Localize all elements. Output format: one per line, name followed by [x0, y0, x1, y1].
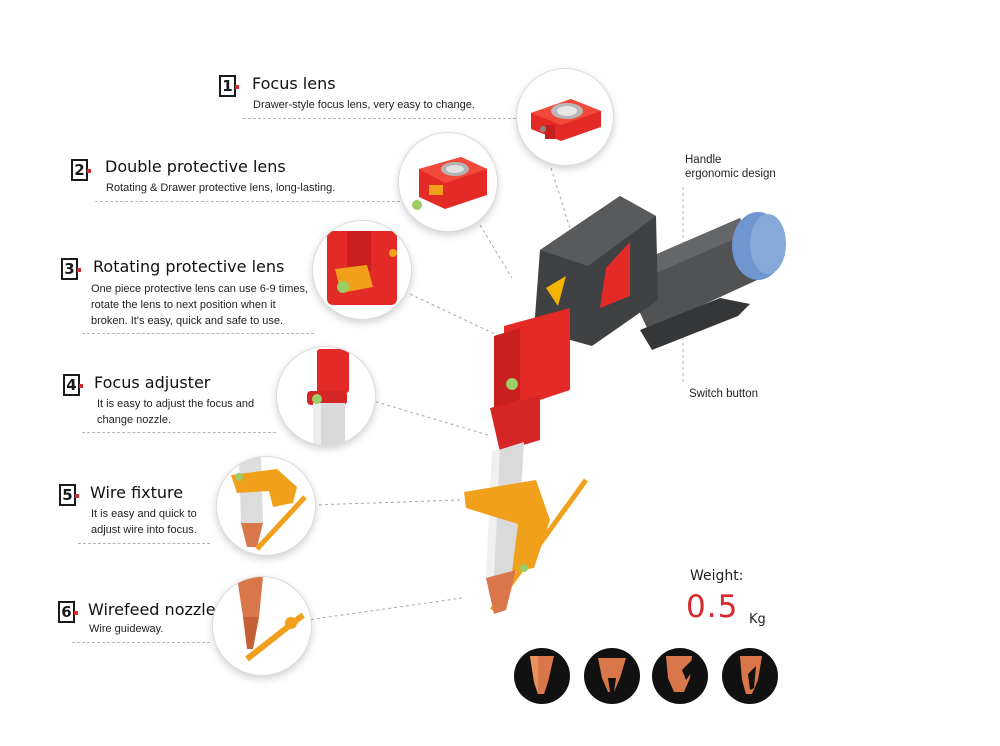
feature-desc-4-line-1: It is easy to adjust the focus and	[97, 398, 255, 410]
feature-number-6: 6	[58, 601, 78, 623]
nozzle-variant-3	[652, 648, 708, 704]
weight-value: 0.5	[686, 589, 739, 625]
feature-divider-1	[243, 118, 521, 119]
nozzle-variant-4	[722, 648, 778, 704]
feature-divider-3	[82, 333, 314, 334]
nozzle-variant-1	[514, 648, 570, 704]
feature-number-3: 3	[61, 258, 81, 280]
feature-divider-6	[72, 642, 210, 643]
feature-desc-3-line-2: rotate the lens to next position when it	[91, 299, 276, 311]
weight-unit: Kg	[749, 612, 766, 627]
leader-line-6	[292, 597, 463, 623]
nozzle-variant-2	[584, 648, 640, 704]
feature-number-4: 4	[63, 374, 83, 396]
feature-title-3: Rotating protective lens	[93, 257, 285, 276]
rotating-protective-lens-detail-image	[312, 220, 412, 320]
feature-desc-2-line-1: Rotating & Drawer protective lens, long-…	[106, 182, 336, 194]
welding-torch-image	[464, 196, 786, 614]
leader-line-2	[479, 224, 513, 279]
switch-button	[640, 298, 750, 350]
feature-desc-1-line-1: Drawer-style focus lens, very easy to ch…	[253, 99, 475, 111]
copper-nozzle	[486, 570, 516, 614]
feature-title-6: Wirefeed nozzle	[88, 600, 216, 619]
wire-fixture	[464, 480, 550, 572]
handle-label: Handle ergonomic design	[685, 153, 776, 181]
weight-label: Weight:	[690, 568, 744, 584]
leader-line-5	[312, 499, 461, 506]
focus-adjuster-detail-image	[276, 346, 376, 446]
feature-desc-5: It is easy and quick to adjust wire into…	[91, 506, 197, 538]
feature-desc-6: Wire guideway.	[89, 621, 163, 637]
feature-title-5: Wire fixture	[90, 483, 184, 502]
focus-adjuster-ring	[490, 396, 540, 452]
feature-divider-2	[95, 201, 400, 202]
feature-title-2: Double protective lens	[105, 157, 286, 176]
switch-button-label: Switch button	[689, 388, 759, 400]
feature-divider-5	[78, 543, 210, 544]
head-red-accent	[600, 242, 630, 308]
feature-desc-5-line-2: adjust wire into focus.	[91, 524, 197, 536]
feature-desc-3-line-1: One piece protective lens can use 6-9 ti…	[91, 283, 309, 295]
feature-desc-1: Drawer-style focus lens, very easy to ch…	[253, 97, 475, 113]
handle-label-line-1: Handle	[685, 154, 722, 166]
leader-line-1	[550, 167, 574, 239]
handle-grip	[620, 218, 766, 330]
torch-red-body	[504, 308, 570, 412]
feature-desc-4: It is easy to adjust the focus and chang…	[97, 396, 254, 428]
feature-title-4: Focus adjuster	[94, 373, 211, 392]
feature-desc-3-line-3: broken. It's easy, quick and safe to use…	[91, 315, 284, 327]
feature-number-5: 5	[59, 484, 79, 506]
warning-triangle-icon	[546, 276, 566, 306]
leader-line-3	[409, 293, 519, 346]
leader-line-4	[369, 399, 489, 436]
feature-number-1: 1	[219, 75, 239, 97]
feature-number-2: 2	[71, 159, 91, 181]
feature-title-1: Focus lens	[252, 74, 336, 93]
feature-desc-2: Rotating & Drawer protective lens, long-…	[106, 180, 335, 196]
feature-desc-4-line-2: change nozzle.	[97, 414, 171, 426]
wire-fixture-detail-image	[216, 456, 316, 556]
feature-desc-6-line-1: Wire guideway.	[89, 623, 164, 635]
feature-desc-3: One piece protective lens can use 6-9 ti…	[91, 281, 308, 329]
feature-divider-4	[82, 432, 276, 433]
handle-label-line-2: ergonomic design	[685, 168, 776, 180]
focus-lens-detail-image	[516, 68, 614, 166]
wirefeed-nozzle-detail-image	[212, 576, 312, 676]
double-protective-lens-detail-image	[398, 132, 498, 232]
feature-desc-5-line-1: It is easy and quick to	[91, 508, 197, 520]
